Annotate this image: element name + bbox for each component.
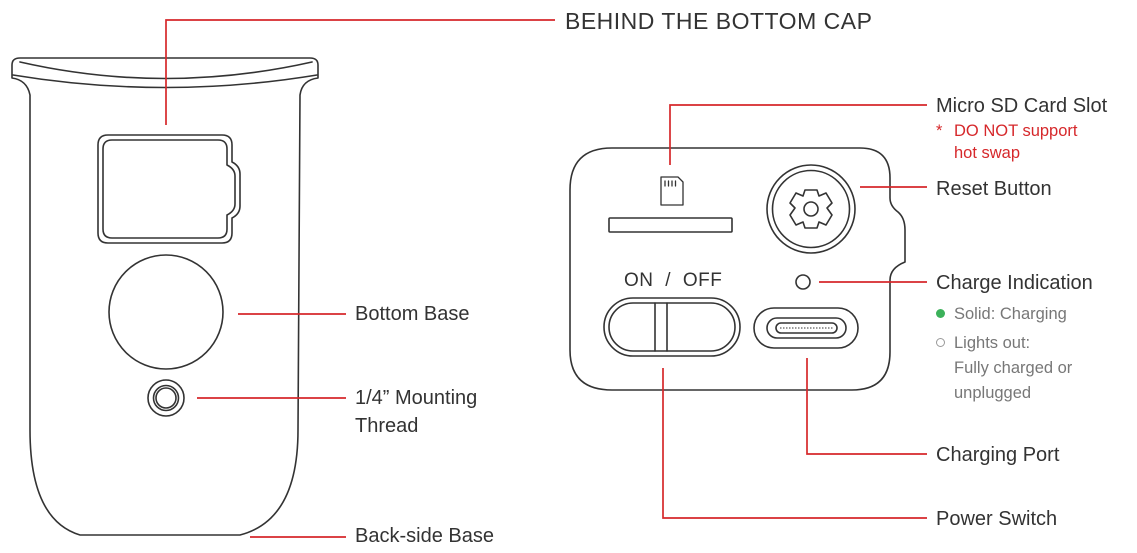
reset-button — [766, 164, 856, 254]
leader-micro-sd — [669, 104, 927, 165]
leader-power-switch — [662, 368, 927, 519]
switch-on-label: ON — [624, 270, 654, 291]
label-micro-sd: Micro SD Card Slot — [936, 95, 1108, 117]
sd-note-line1: DO NOT support — [954, 122, 1078, 140]
switch-label: ON / OFF — [624, 270, 722, 292]
sd-note-asterisk: * — [936, 122, 943, 140]
green-dot-icon — [936, 309, 945, 318]
hollow-dot-icon — [936, 338, 945, 347]
switch-off-label: OFF — [682, 270, 723, 291]
legend-lights-out: Lights out: — [936, 331, 1030, 356]
sd-note-line2: hot swap — [954, 144, 1021, 162]
leader-title — [165, 19, 555, 125]
solid-charging-text: Solid: Charging — [954, 305, 1067, 323]
leader-charging-port — [806, 358, 927, 455]
label-bottom-base: Bottom Base — [355, 303, 470, 325]
power-switch — [603, 297, 741, 357]
bottom-base-circle — [108, 254, 224, 370]
label-charging-port: Charging Port — [936, 444, 1060, 466]
leader-lines — [165, 19, 927, 538]
diagram-title: BEHIND THE BOTTOM CAP — [565, 8, 873, 34]
lights-out-line2: Fully charged or — [954, 359, 1073, 377]
label-back-side-base: Back-side Base — [355, 525, 494, 547]
bottom-cap-window — [97, 134, 241, 244]
usb-c-port — [753, 307, 859, 349]
charge-indicator-led — [795, 274, 811, 290]
switch-separator: / — [665, 270, 672, 291]
camera-body — [11, 57, 319, 536]
label-mounting-thread-line2: Thread — [355, 415, 419, 437]
label-charge-indication: Charge Indication — [936, 272, 1093, 294]
sd-card-icon — [660, 176, 684, 206]
label-reset-button: Reset Button — [936, 178, 1052, 200]
sd-card-slot — [608, 217, 733, 233]
legend-solid-charging: Solid: Charging — [936, 302, 1067, 327]
gear-icon — [789, 189, 833, 229]
lights-out-line3: unplugged — [954, 384, 1032, 402]
label-power-switch: Power Switch — [936, 508, 1058, 530]
mounting-thread — [147, 379, 185, 417]
lights-out-line1: Lights out: — [954, 334, 1031, 352]
label-mounting-thread-line1: 1/4” Mounting — [355, 387, 478, 409]
bottom-cap-panel — [569, 147, 906, 391]
